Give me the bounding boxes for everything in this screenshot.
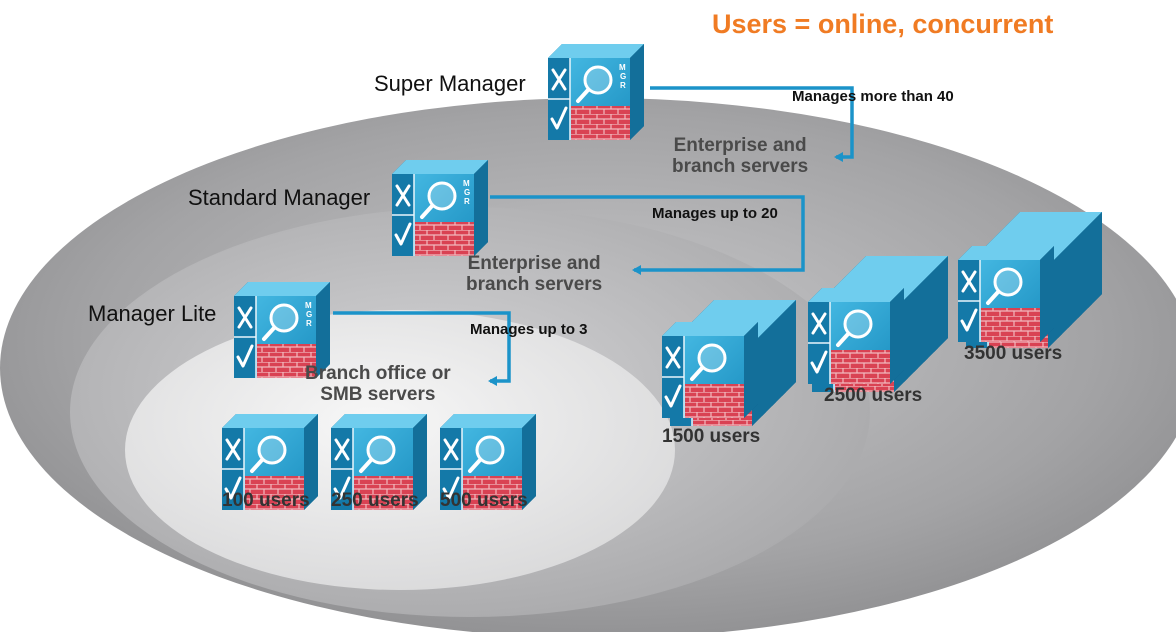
manager-lite-capacity: Manages up to 3: [470, 321, 588, 338]
standard-manager-servers: Enterprise and branch servers: [466, 253, 603, 296]
manager-lite-servers: Branch office or SMB servers: [305, 363, 451, 406]
manager-lite-label: Manager Lite: [88, 301, 217, 326]
manager-lite-servers-line2: SMB servers: [320, 383, 436, 405]
capacity-2500-label: 2500 users: [824, 385, 923, 406]
capacity-500-label: 500 users: [440, 490, 528, 511]
standard-manager-arrow: [490, 195, 805, 275]
capacity-250-label: 250 users: [331, 490, 419, 511]
diagram-title: Users = online, concurrent: [712, 9, 1054, 39]
super-manager-servers: Enterprise and branch servers: [672, 135, 809, 178]
manager-lite-servers-line1: Branch office or: [305, 363, 451, 384]
super-manager-label: Super Manager: [374, 71, 526, 96]
super-manager-capacity: Manages more than 40: [792, 88, 954, 105]
super-manager-arrow: [650, 86, 854, 162]
capacity-3500-label: 3500 users: [964, 343, 1063, 364]
standard-manager-appliance-icon: [392, 160, 488, 256]
super-manager-appliance-icon: [548, 44, 644, 140]
super-manager-servers-line1: Enterprise and: [673, 135, 807, 156]
super-manager-servers-line2: branch servers: [672, 155, 809, 177]
standard-manager-servers-line2: branch servers: [466, 273, 603, 295]
capacity-100-label: 100 users: [222, 490, 310, 511]
capacity-1500-label: 1500 users: [662, 426, 761, 447]
standard-manager-label: Standard Manager: [188, 185, 371, 210]
manager-lite-arrow: [333, 311, 511, 386]
standard-manager-servers-line1: Enterprise and: [467, 253, 601, 274]
standard-manager-capacity: Manages up to 20: [652, 205, 778, 222]
